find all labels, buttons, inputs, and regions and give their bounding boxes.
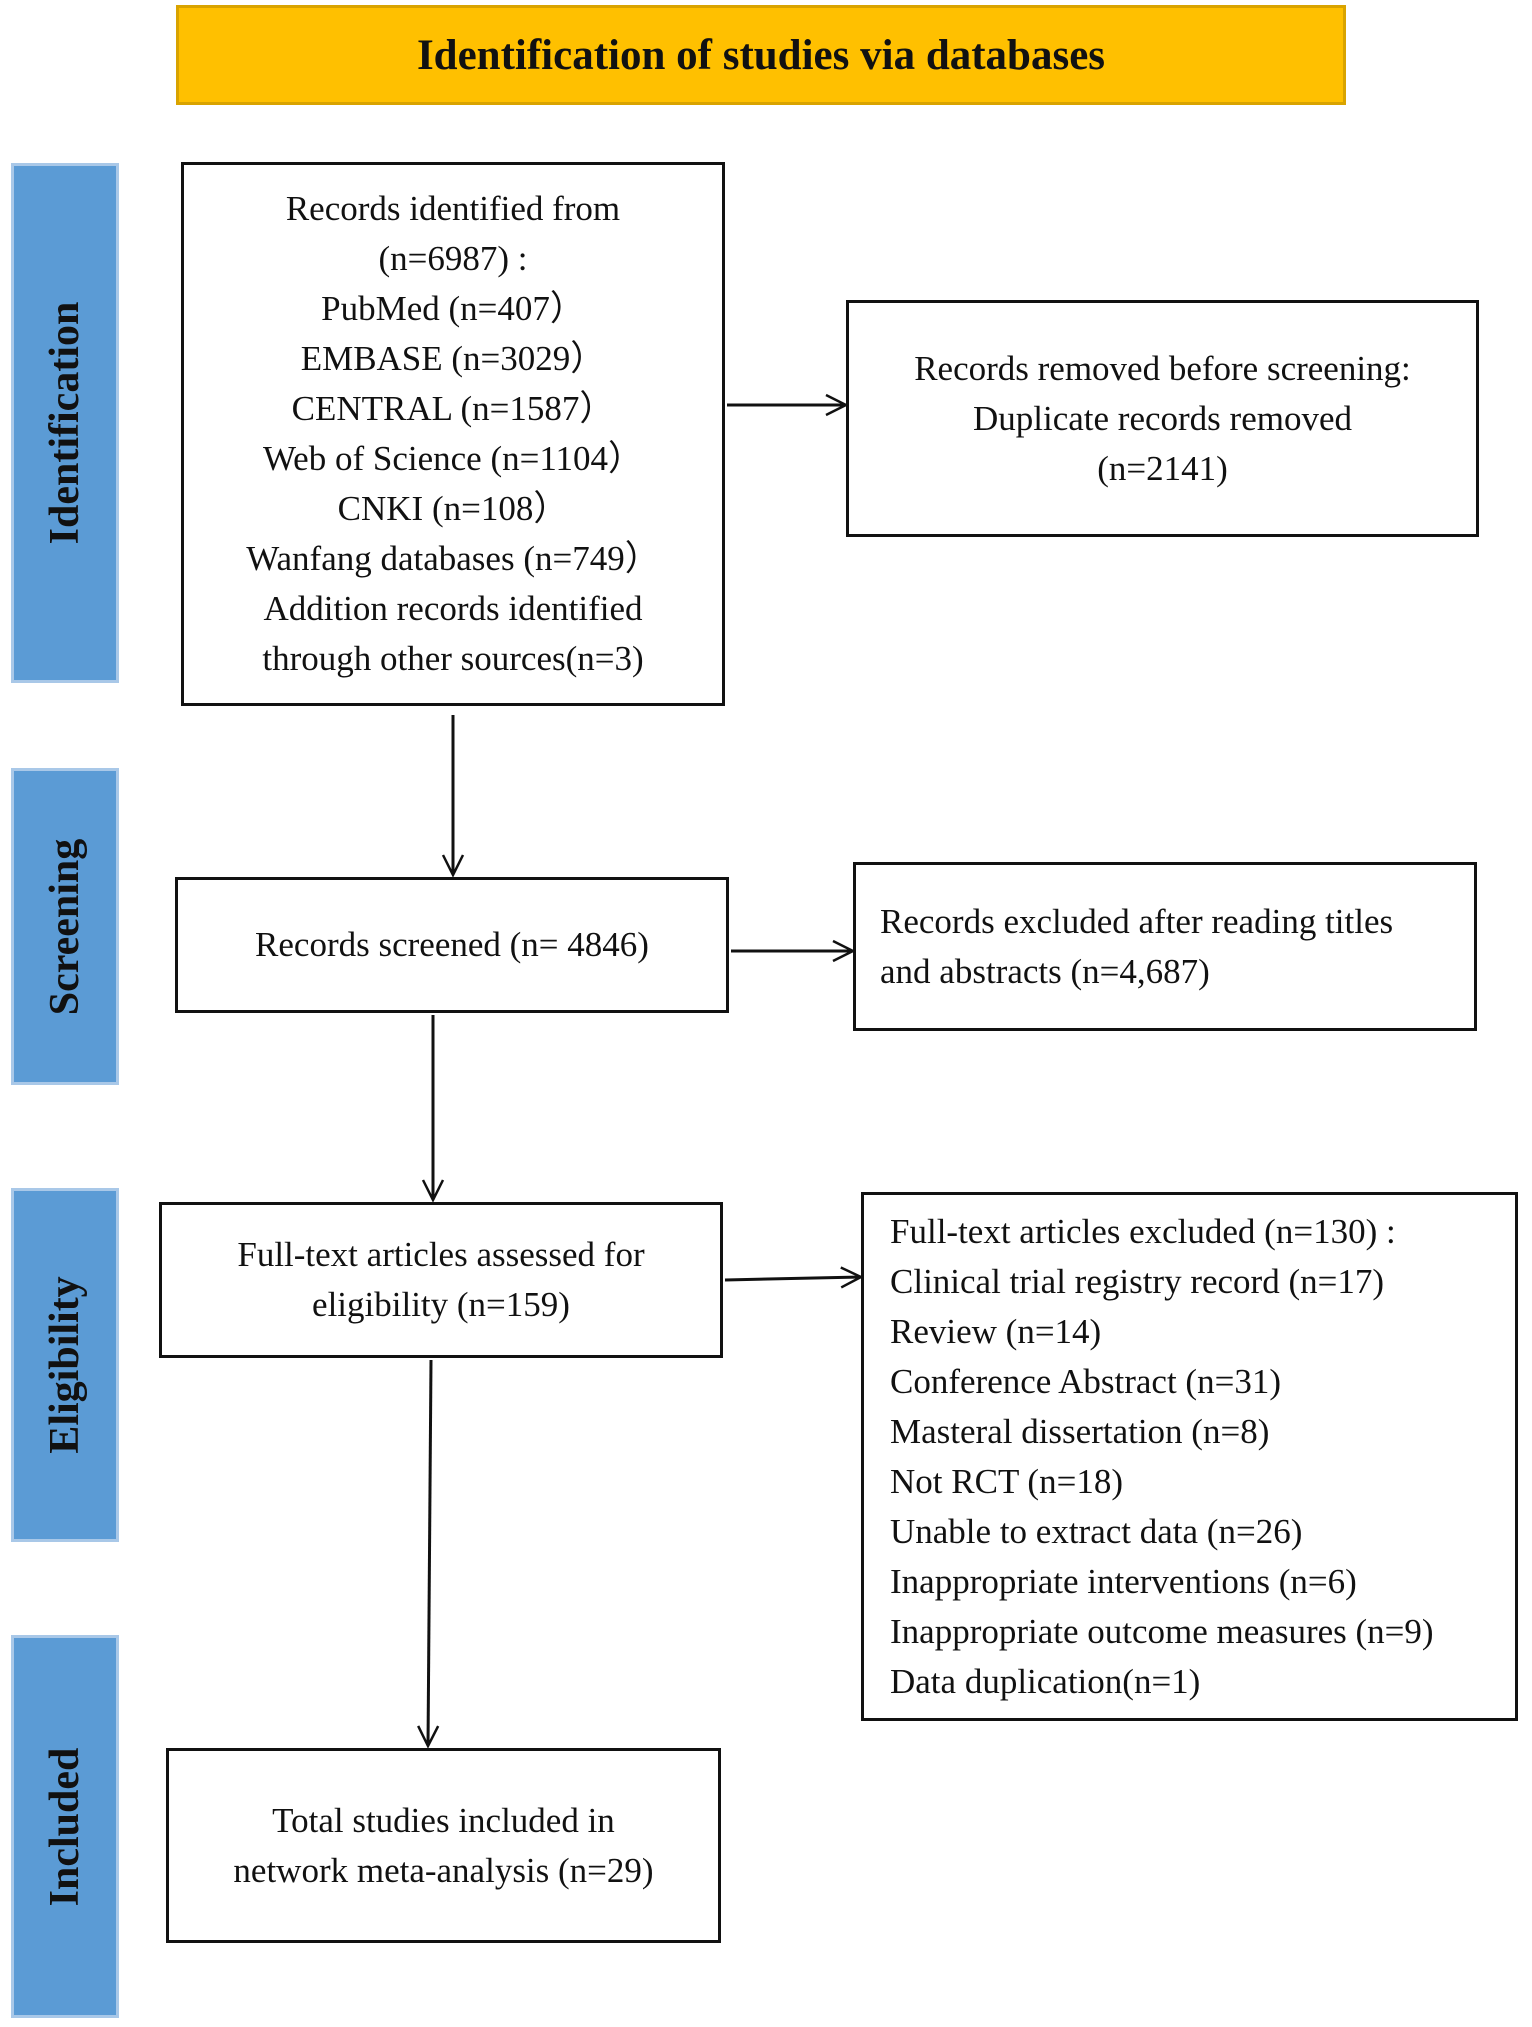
- diagram-title: Identification of studies via databases: [416, 31, 1106, 79]
- fulltext-excluded-line: Data duplication(n=1): [890, 1661, 1201, 1701]
- fulltext-assessed-line: eligibility (n=159): [312, 1285, 570, 1324]
- records-identified-line: PubMed (n=407）: [321, 289, 585, 328]
- fulltext-excluded-line: Masteral dissertation (n=8): [890, 1411, 1270, 1451]
- records-identified-line: (n=6987) :: [378, 239, 528, 278]
- records-identified-line: Web of Science (n=1104）: [262, 439, 644, 478]
- fulltext-excluded-line: Clinical trial registry record (n=17): [890, 1261, 1385, 1301]
- fulltext-excluded-line: Inappropriate interventions (n=6): [890, 1561, 1357, 1601]
- arrow-assessed-to-excluded: [724, 1277, 861, 1280]
- records-excluded-box: Records excluded after reading titles an…: [853, 862, 1477, 1031]
- records-identified-line: Addition records identified: [263, 589, 643, 628]
- records-identified-line: Records identified from: [285, 189, 621, 228]
- fulltext-excluded-line: Unable to extract data (n=26): [890, 1511, 1303, 1551]
- stage-included: Included: [11, 1635, 119, 2018]
- arrow-assessed-to-included: [428, 1359, 431, 1746]
- records-identified-line: CENTRAL (n=1587）: [291, 389, 615, 428]
- stage-screening: Screening: [11, 768, 119, 1085]
- fulltext-excluded-line: Not RCT (n=18): [890, 1461, 1123, 1501]
- records-removed-box: Records removed before screening: Duplic…: [846, 300, 1479, 537]
- header-banner: Identification of studies via databases: [176, 5, 1346, 105]
- records-removed-line: Records removed before screening:: [914, 348, 1411, 388]
- records-identified-line: CNKI (n=108）: [337, 489, 569, 528]
- stage-eligibility: Eligibility: [11, 1188, 119, 1542]
- fulltext-excluded-box: Full-text articles excluded (n=130) : Cl…: [861, 1192, 1518, 1721]
- records-identified-line: through other sources(n=3): [262, 639, 644, 678]
- records-removed-line: Duplicate records removed: [972, 398, 1352, 438]
- total-included-box: Total studies included in network meta-a…: [166, 1748, 721, 1943]
- fulltext-excluded-line: Review (n=14): [890, 1311, 1102, 1351]
- fulltext-excluded-line: Conference Abstract (n=31): [890, 1361, 1281, 1401]
- total-included-line: Total studies included in: [272, 1800, 615, 1840]
- records-removed-line: (n=2141): [1097, 448, 1228, 488]
- fulltext-excluded-line: Full-text articles excluded (n=130) :: [890, 1211, 1396, 1251]
- records-screened-box: Records screened (n= 4846): [175, 877, 729, 1013]
- records-excluded-line: Records excluded after reading titles: [880, 901, 1394, 941]
- fulltext-assessed-line: Full-text articles assessed for: [237, 1235, 645, 1274]
- total-included-line: network meta-analysis (n=29): [233, 1850, 654, 1890]
- fulltext-excluded-line: Inappropriate outcome measures (n=9): [890, 1611, 1434, 1651]
- records-identified-line: Wanfang databases (n=749）: [246, 539, 660, 578]
- records-screened-line: Records screened (n= 4846): [255, 925, 649, 964]
- records-excluded-line: and abstracts (n=4,687): [880, 951, 1210, 991]
- records-identified-box: Records identified from (n=6987) : PubMe…: [181, 162, 725, 706]
- fulltext-assessed-box: Full-text articles assessed for eligibil…: [159, 1202, 723, 1358]
- stage-identification: Identification: [11, 163, 119, 683]
- records-identified-line: EMBASE (n=3029）: [300, 339, 606, 378]
